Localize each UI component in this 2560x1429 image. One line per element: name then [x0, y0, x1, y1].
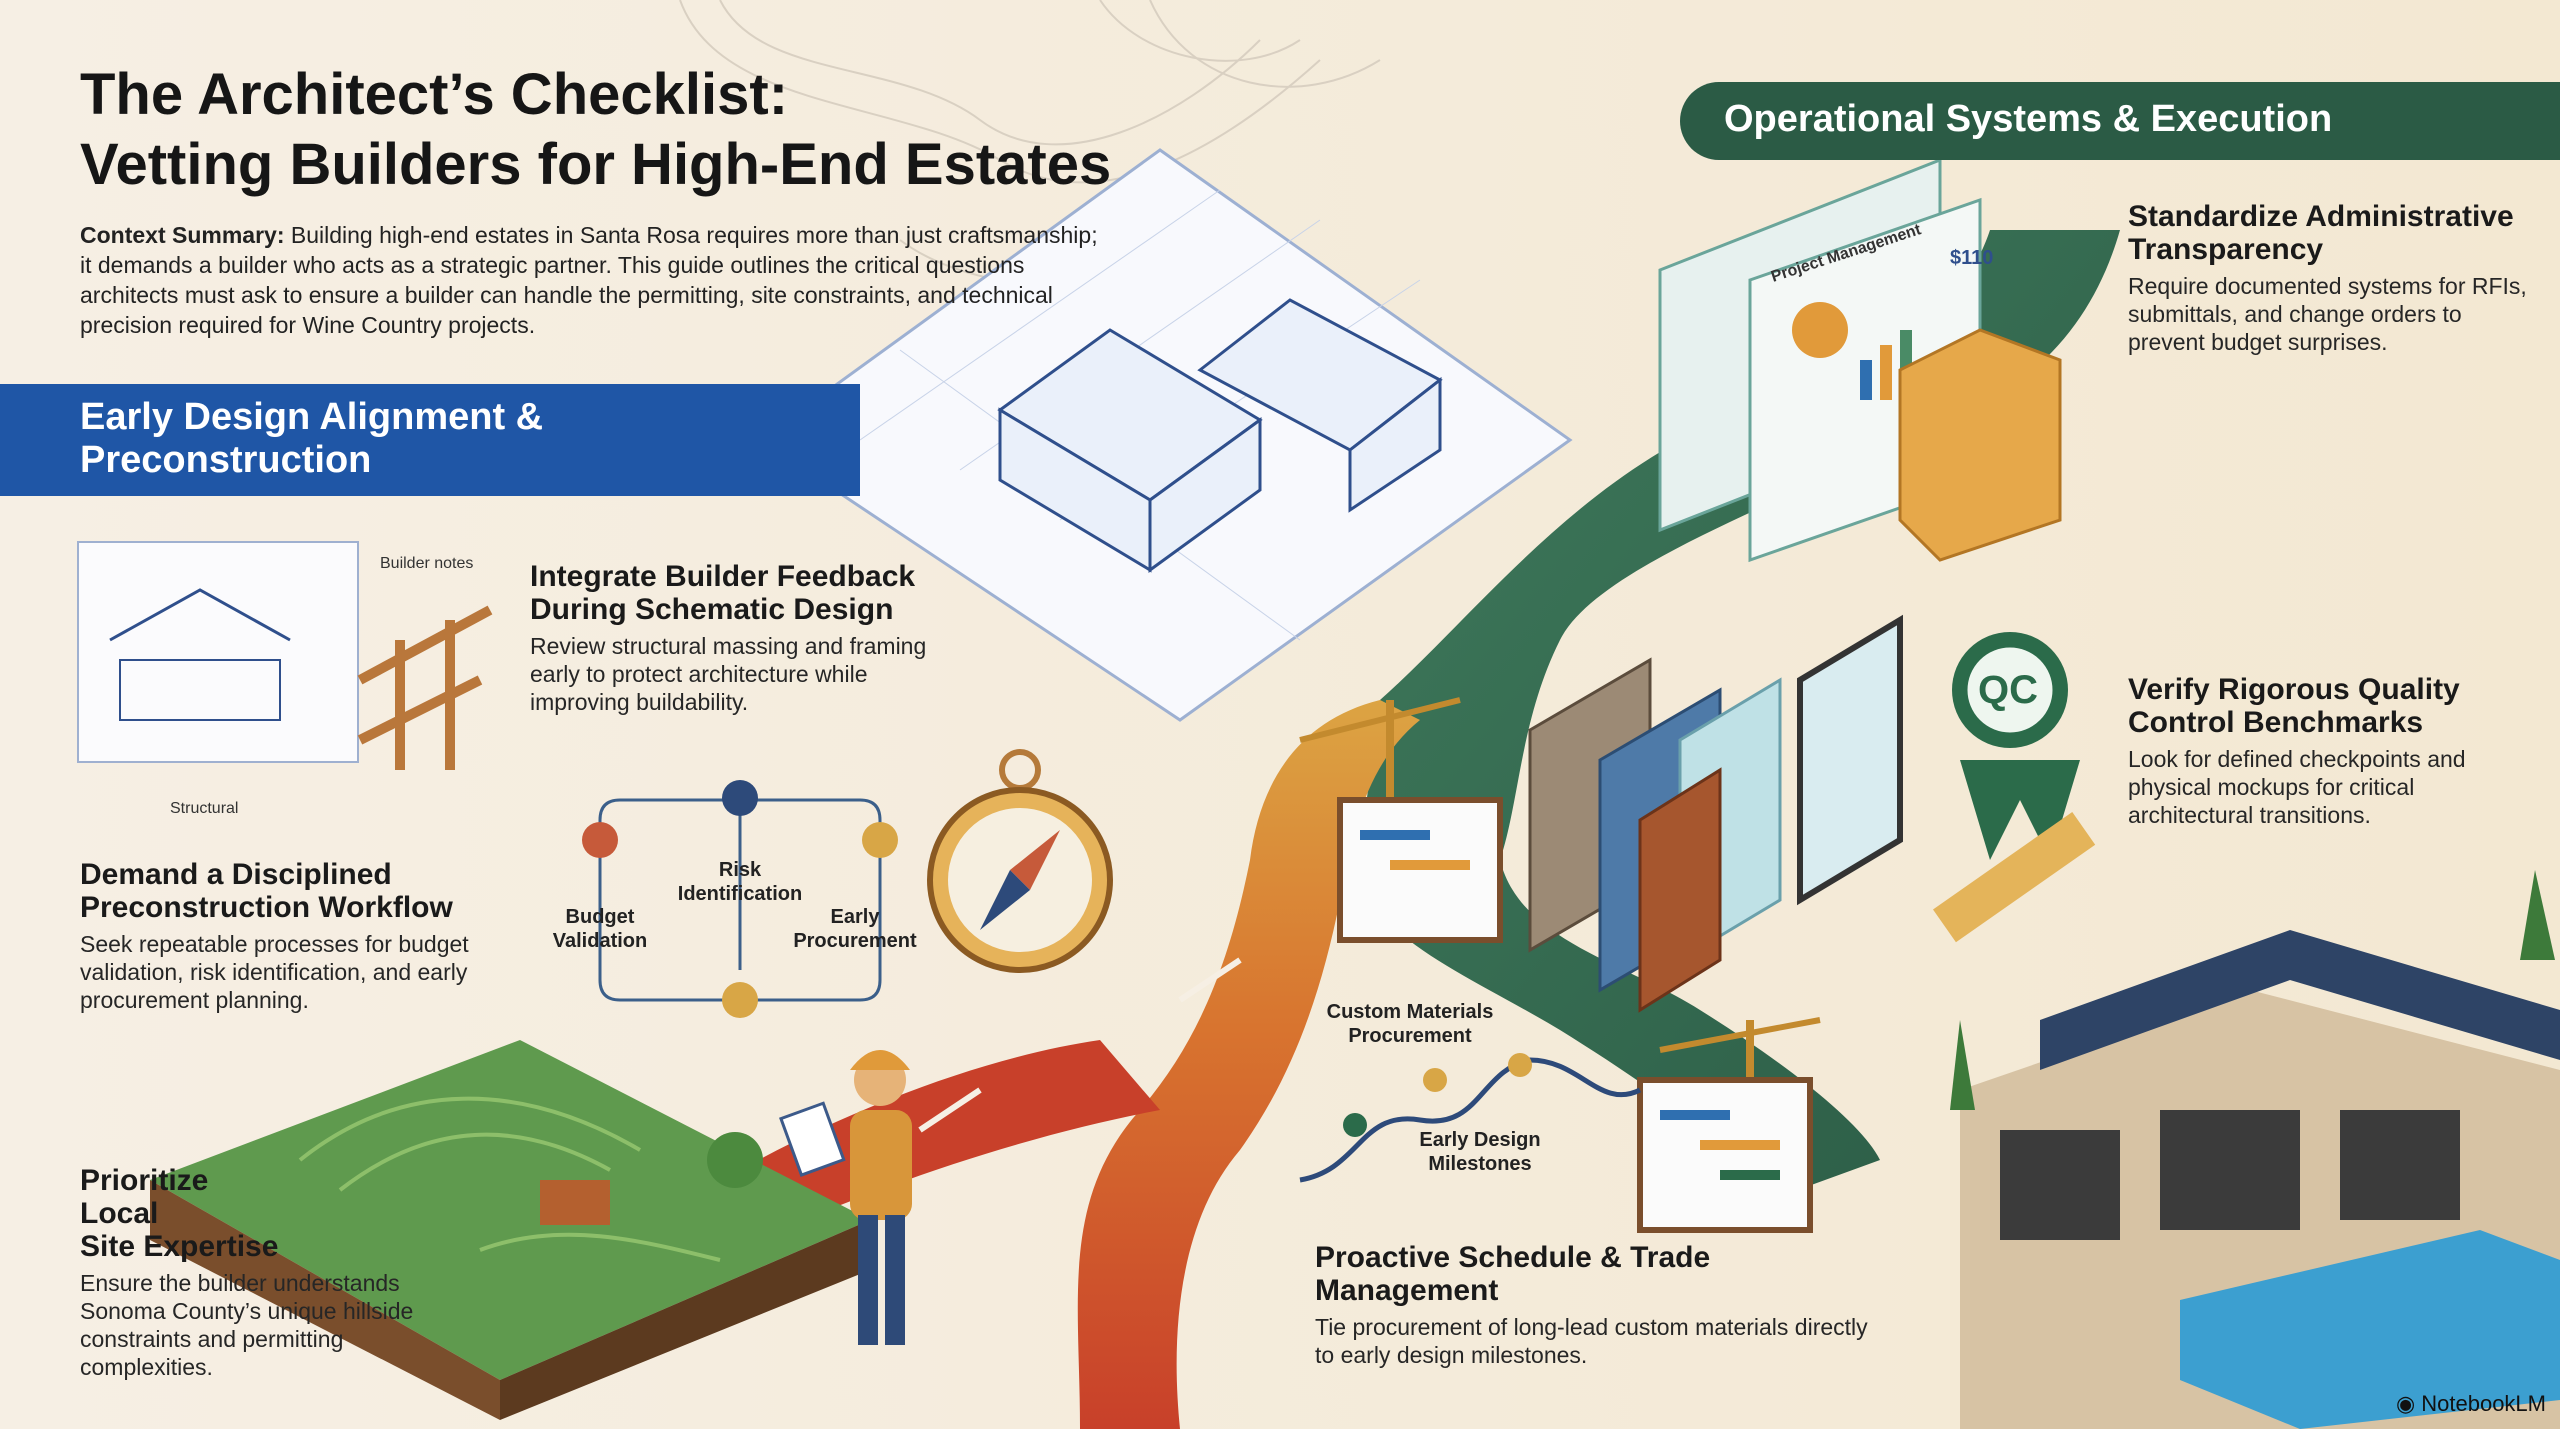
compass-icon [927, 749, 1113, 973]
qc-badge-illustration [1932, 632, 2096, 943]
warm-road [1077, 700, 1420, 1429]
item-verify-body: Look for defined checkpoints and physica… [2128, 746, 2466, 828]
item-integrate-body: Review structural massing and framing ea… [530, 633, 927, 715]
label-custom-materials: Custom Materials Procurement [1326, 1001, 1494, 1047]
section-title-early: Early Design Alignment & Preconstruction [80, 396, 544, 481]
surveyor-person [779, 1050, 912, 1345]
page-title: The Architect’s Checklist: Vetting Build… [80, 60, 1180, 200]
label-early-design-milestones: Early Design Milestones [1419, 1129, 1541, 1175]
section-banner-early: Early Design Alignment & Preconstruction [0, 384, 860, 496]
schematic-sketch [77, 541, 493, 770]
item-standardize-body: Require documented systems for RFIs, sub… [2128, 273, 2527, 355]
item-demand-body: Seek repeatable processes for budget val… [80, 931, 469, 1013]
item-standardize: Standardize Administrative Transparency … [2128, 200, 2528, 356]
context-summary: Context Summary: Building high-end estat… [80, 220, 1100, 340]
item-prioritize-heading-1: Prioritize [80, 1164, 209, 1197]
summary-text: Building high-end estates in Santa Rosa … [80, 222, 1098, 338]
item-prioritize-heading-3: Site Expertise [80, 1230, 279, 1263]
node-budget [582, 822, 618, 858]
estate-house [1950, 870, 2560, 1429]
label-qc: QC [1978, 668, 2038, 712]
item-prioritize-heading-2: Local [80, 1197, 159, 1230]
label-amount: $110 [1950, 247, 1994, 269]
green-road [1359, 230, 2120, 1200]
topo-contours [679, 0, 1381, 321]
item-prioritize-body: Ensure the builder understands Sonoma Co… [80, 1270, 414, 1380]
label-risk-identification: Risk Identification [677, 859, 803, 905]
item-integrate-heading: Integrate Builder Feedback During Schema… [530, 560, 916, 626]
dashboard-illustration [1658, 157, 2062, 563]
milestone-dot-2 [1423, 1068, 1447, 1092]
title-line-1: The Architect’s Checklist: [80, 62, 789, 127]
label-structural: Structural [170, 800, 239, 817]
node-procurement [862, 822, 898, 858]
notebook-icon: ◉ [2395, 1391, 2422, 1416]
terrain-model [150, 1040, 870, 1420]
item-demand: Demand a Disciplined Preconstruction Wor… [80, 858, 540, 1014]
section-title-operational: Operational Systems & Execution [1724, 98, 2333, 140]
node-risk [722, 780, 758, 816]
footer-text: NotebookLM [2421, 1391, 2546, 1416]
item-proactive-body: Tie procurement of long-lead custom mate… [1315, 1314, 1868, 1368]
item-demand-heading: Demand a Disciplined Preconstruction Wor… [80, 858, 453, 924]
milestone-dot-3 [1508, 1053, 1532, 1077]
item-integrate: Integrate Builder Feedback During Schema… [530, 560, 970, 716]
construction-boards [1299, 697, 1821, 1233]
milestone-dot-1 [1343, 1113, 1367, 1137]
blueprint-sheet [757, 148, 1573, 722]
footer-brand: ◉ NotebookLM [2396, 1391, 2546, 1417]
label-budget-validation: Budget Validation [552, 906, 648, 952]
item-proactive: Proactive Schedule & Trade Management Ti… [1315, 1241, 1875, 1369]
label-builder-notes: Builder notes [380, 555, 474, 572]
milestone-line [1299, 1057, 1642, 1183]
item-verify-heading: Verify Rigorous Quality Control Benchmar… [2128, 673, 2460, 739]
title-line-2: Vetting Builders for High-End Estates [80, 132, 1112, 197]
materials-samples [1528, 614, 1903, 1013]
item-prioritize: Prioritize Local Site Expertise Ensure t… [80, 1164, 420, 1381]
section-banner-operational: Operational Systems & Execution [1680, 82, 2560, 160]
item-verify: Verify Rigorous Quality Control Benchmar… [2128, 673, 2538, 829]
road-markings [918, 957, 1242, 1133]
node-bottom [722, 982, 758, 1018]
summary-label: Context Summary: [80, 222, 285, 248]
label-early-procurement: Early Procurement [793, 906, 917, 952]
item-proactive-heading: Proactive Schedule & Trade Management [1315, 1241, 1711, 1307]
item-standardize-heading: Standardize Administrative Transparency [2128, 200, 2514, 266]
